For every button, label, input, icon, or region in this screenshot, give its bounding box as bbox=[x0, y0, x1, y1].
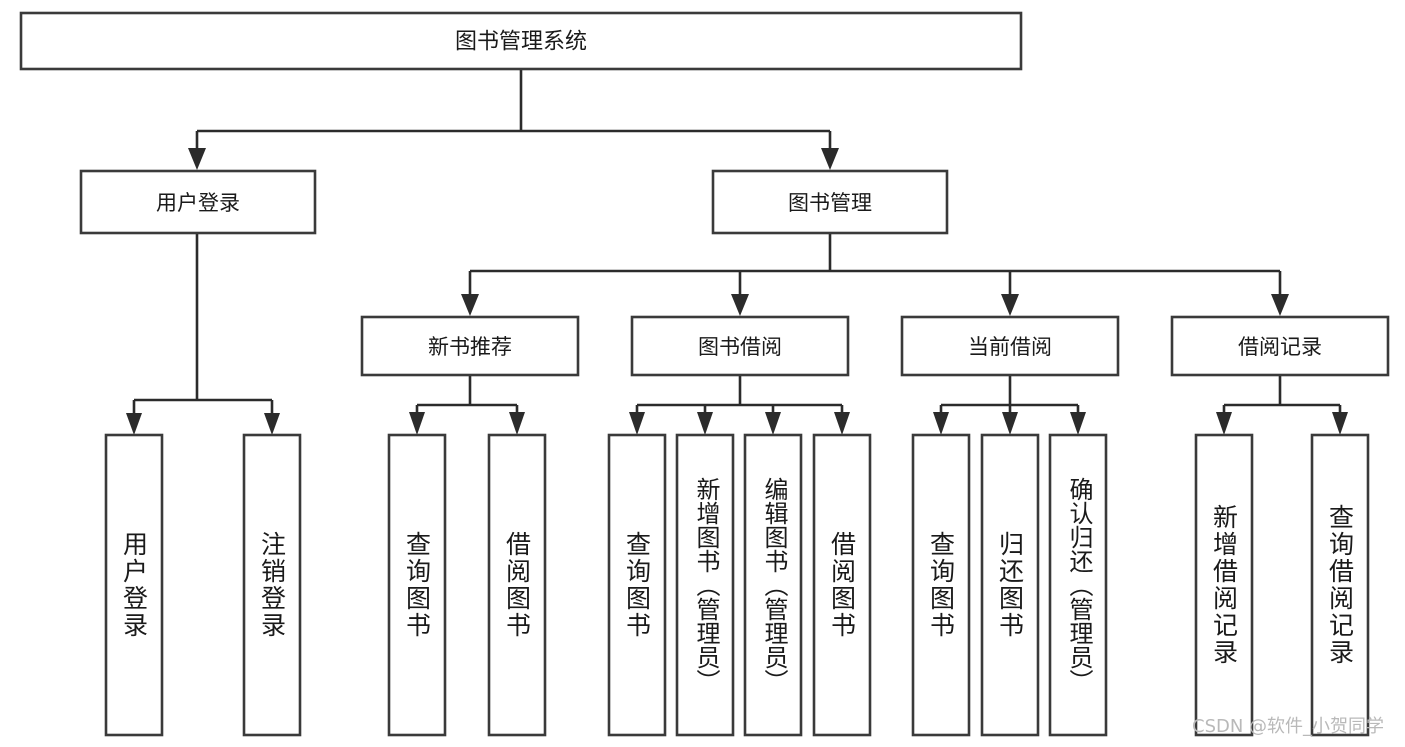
leaf-box-query-record[interactable] bbox=[1310, 433, 1370, 737]
arrow-head-leaf-query-book-1 bbox=[409, 412, 425, 435]
node-book-borrow-label: 图书借阅 bbox=[698, 335, 782, 359]
leaf-box-query-book-1[interactable] bbox=[387, 433, 447, 737]
arrow-head-book-borrow bbox=[731, 294, 749, 316]
arrow-head-borrow-record bbox=[1271, 294, 1289, 316]
leaf-box-query-book-3[interactable] bbox=[911, 433, 971, 737]
leaf-box-add-book[interactable] bbox=[675, 433, 735, 737]
node-new-book-recommend[interactable]: 新书推荐 bbox=[360, 315, 580, 377]
node-user-login-box[interactable] bbox=[79, 169, 317, 235]
node-root-label: 图书管理系统 bbox=[455, 30, 587, 55]
arrow-head-leaf-borrow-book-2 bbox=[834, 412, 850, 435]
node-user-login-label: 用户登录 bbox=[156, 191, 240, 215]
node-current-borrow-box[interactable] bbox=[900, 315, 1120, 377]
node-book-management-box[interactable] bbox=[711, 169, 949, 235]
arrow-head-leaf-query-book-2 bbox=[629, 412, 645, 435]
node-root-box[interactable] bbox=[19, 11, 1023, 71]
node-root[interactable]: 图书管理系统 bbox=[19, 11, 1023, 71]
arrow-head-leaf-confirm-return bbox=[1070, 412, 1086, 435]
node-borrow-record-label: 借阅记录 bbox=[1238, 335, 1322, 359]
connector-group-book-management bbox=[461, 233, 1289, 316]
node-book-management[interactable]: 图书管理 bbox=[711, 169, 949, 235]
arrow-head-leaf-return-book bbox=[1002, 412, 1018, 435]
connector-group-user-login bbox=[126, 233, 280, 435]
leaf-box-logout-login[interactable] bbox=[242, 433, 302, 737]
arrow-head-leaf-borrow-book-1 bbox=[509, 412, 525, 435]
node-current-borrow[interactable]: 当前借阅 bbox=[900, 315, 1120, 377]
connector-group-root bbox=[188, 69, 839, 170]
leaf-box-user-login[interactable] bbox=[104, 433, 164, 737]
leaf-box-return-book[interactable] bbox=[980, 433, 1040, 737]
leaf-box-borrow-book-1[interactable] bbox=[487, 433, 547, 737]
node-book-borrow[interactable]: 图书借阅 bbox=[630, 315, 850, 377]
arrow-head-leaf-query-book-3 bbox=[933, 412, 949, 435]
arrow-head-leaf-edit-book bbox=[765, 412, 781, 435]
node-new-book-recommend-label: 新书推荐 bbox=[428, 335, 512, 359]
connector-group-book-borrow bbox=[629, 375, 850, 435]
arrow-head-leaf-user-login bbox=[126, 413, 142, 435]
node-user-login[interactable]: 用户登录 bbox=[79, 169, 317, 235]
connector-group-new-book-recommend bbox=[409, 375, 525, 435]
arrow-head-leaf-add-book bbox=[697, 412, 713, 435]
arrow-head-leaf-add-record bbox=[1216, 412, 1232, 435]
arrow-head-new-book-recommend bbox=[461, 294, 479, 316]
arrow-head-leaf-logout-login bbox=[264, 413, 280, 435]
arrow-head-current-borrow bbox=[1001, 294, 1019, 316]
node-borrow-record[interactable]: 借阅记录 bbox=[1170, 315, 1390, 377]
node-book-management-label: 图书管理 bbox=[788, 191, 872, 215]
connector-group-current-borrow bbox=[933, 375, 1086, 435]
arrow-head-user-login bbox=[188, 148, 206, 170]
connector-group-borrow-record bbox=[1216, 375, 1348, 435]
arrow-head-book-management bbox=[821, 148, 839, 170]
arrow-head-leaf-query-record bbox=[1332, 412, 1348, 435]
leaf-box-confirm-return[interactable] bbox=[1048, 433, 1108, 737]
node-borrow-record-box[interactable] bbox=[1170, 315, 1390, 377]
node-current-borrow-label: 当前借阅 bbox=[968, 335, 1052, 359]
leaf-box-add-record[interactable] bbox=[1194, 433, 1254, 737]
leaf-box-edit-book[interactable] bbox=[743, 433, 803, 737]
node-book-borrow-box[interactable] bbox=[630, 315, 850, 377]
leaf-box-query-book-2[interactable] bbox=[607, 433, 667, 737]
leaf-boxes bbox=[104, 433, 1370, 737]
node-new-book-recommend-box[interactable] bbox=[360, 315, 580, 377]
leaf-box-borrow-book-2[interactable] bbox=[812, 433, 872, 737]
